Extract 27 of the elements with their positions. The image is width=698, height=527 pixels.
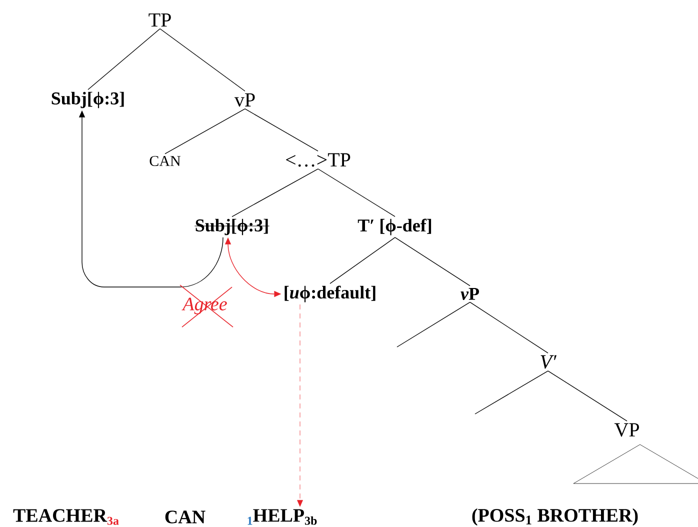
gloss-word: CAN bbox=[165, 510, 206, 524]
tree-label: VP bbox=[614, 423, 639, 437]
tree-branch bbox=[470, 302, 548, 354]
struck-label: Subj[ϕ:3] bbox=[194, 218, 270, 236]
tree-label: νP bbox=[460, 288, 479, 300]
tree-branch bbox=[396, 302, 470, 348]
tree-branch bbox=[474, 370, 548, 414]
tree-branch bbox=[160, 28, 246, 92]
tree-branch bbox=[394, 237, 470, 286]
tree-label: CAN bbox=[150, 156, 180, 166]
tree-branch bbox=[88, 28, 160, 90]
tree-label: Subj[ϕ:3] bbox=[52, 92, 124, 108]
gloss-word: (POSS$_{1}$ BROTHER) bbox=[472, 508, 638, 526]
tree-label: V′ bbox=[540, 355, 557, 369]
tree-branch bbox=[318, 168, 396, 217]
tree-label: [uϕ:default] bbox=[284, 286, 376, 302]
tree-branch bbox=[244, 108, 318, 152]
tree-label: vP bbox=[234, 93, 255, 107]
tree-branch bbox=[232, 168, 318, 217]
tree-label: TP bbox=[148, 13, 171, 27]
tree-branch bbox=[330, 237, 396, 284]
tree-label: T′ [ϕ-def] bbox=[358, 218, 432, 236]
tree-label: <…>TP bbox=[286, 153, 350, 167]
tree-branch bbox=[164, 108, 246, 154]
tree-branch bbox=[548, 370, 628, 422]
triangle-shape bbox=[573, 444, 698, 484]
dashed-arrow bbox=[297, 304, 303, 507]
